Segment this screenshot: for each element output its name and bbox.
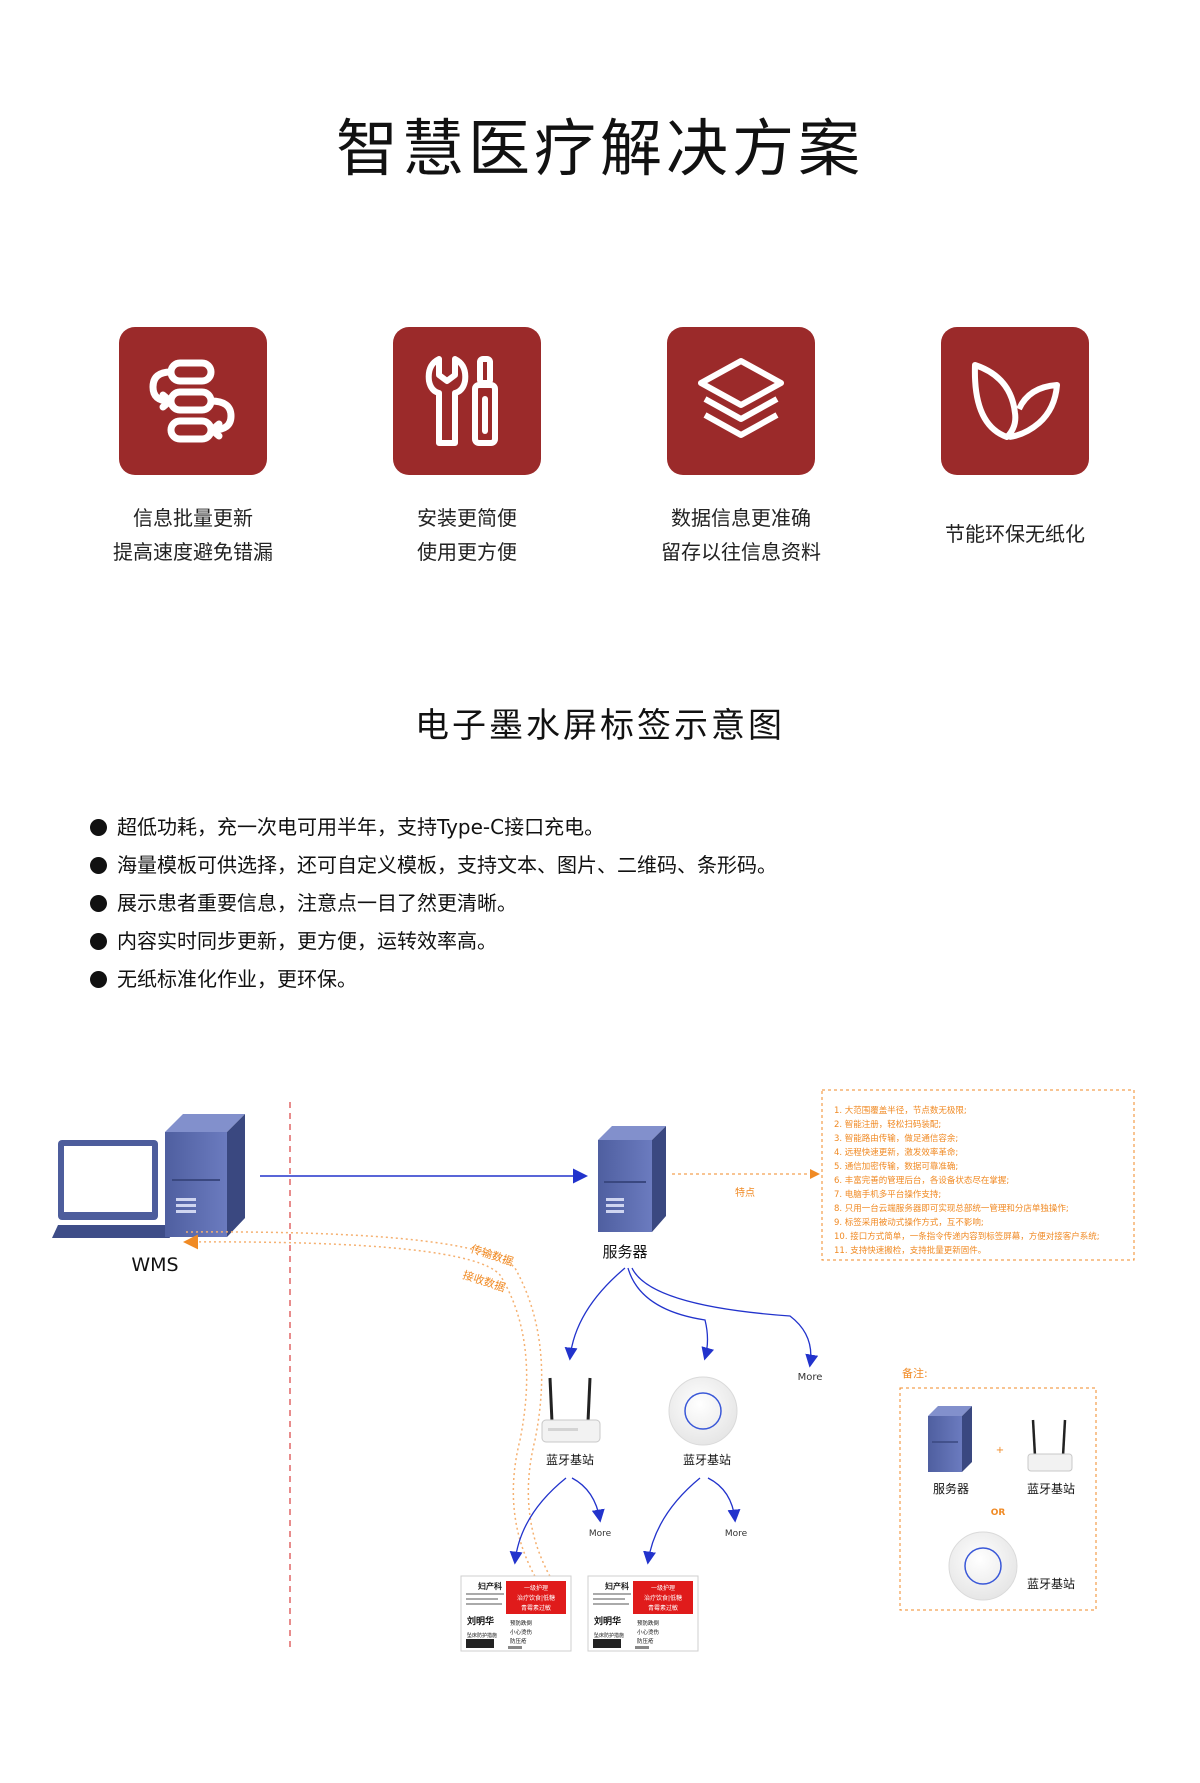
note-or: OR — [991, 1508, 1006, 1518]
cycle-update-icon — [119, 327, 267, 475]
svg-text:青霉素过敏: 青霉素过敏 — [648, 1604, 678, 1612]
feature-list-item: 10. 接口方式简单，一条指令传递内容到标签屏幕，方便对接客户系统; — [834, 1231, 1100, 1242]
bullet-dot-icon — [90, 970, 107, 988]
bullet-item: 超低功耗，充一次电可用半年，支持Type-C接口充电。 — [90, 808, 777, 846]
feature-batch-update: 信息批量更新 提高速度避免错漏 — [63, 327, 323, 569]
feature-line: 数据信息更准确 — [671, 506, 811, 530]
bullet-item: 无纸标准化作业，更环保。 — [90, 960, 777, 998]
feature-line: 使用更方便 — [417, 540, 517, 564]
feature-list-item: 9. 标签采用被动式操作方式，互不影响; — [834, 1217, 984, 1228]
base-station-label: 蓝牙基站 — [546, 1453, 594, 1467]
feature-line: 安装更简便 — [417, 506, 517, 530]
bullet-item: 展示患者重要信息，注意点一目了然更清晰。 — [90, 884, 777, 922]
feature-list-item: 8. 只用一台云端服务器即可实现总部统一管理和分店单独操作; — [834, 1203, 1069, 1214]
station-2-to-more-arrow — [707, 1477, 741, 1523]
server-label: 服务器 — [602, 1243, 647, 1261]
svg-text:防压疮: 防压疮 — [510, 1637, 527, 1645]
transmit-data-label: 传输数据 — [469, 1242, 515, 1269]
svg-text:一级护理: 一级护理 — [524, 1584, 548, 1592]
note-box — [899, 1387, 1097, 1611]
feature-easy-install: 安装更简便 使用更方便 — [337, 327, 597, 569]
svg-text:小心烫伤: 小心烫伤 — [637, 1628, 660, 1636]
wrench-screwdriver-icon — [393, 327, 541, 475]
svg-text:防压疮: 防压疮 — [637, 1637, 654, 1645]
note-base-station-label: 蓝牙基站 — [1027, 1482, 1075, 1496]
epaper-tag: 妇产科 一级护理 治疗饮食|低糖 青霉素过敏 刘明华 坠床防护措施 预防跌倒 小… — [460, 1575, 572, 1652]
feature-list-item: 2. 智能注册，轻松扫码装配; — [834, 1119, 941, 1130]
server-to-station-2-arrow — [627, 1267, 715, 1361]
svg-text:小心烫伤: 小心烫伤 — [510, 1628, 533, 1636]
svg-text:坠床防护措施: 坠床防护措施 — [467, 1632, 497, 1639]
feature-line: 信息批量更新 — [133, 506, 253, 530]
server-to-more-arrow — [631, 1267, 819, 1368]
note-round-station-icon — [948, 1531, 1018, 1601]
page-title: 智慧医疗解决方案 — [335, 112, 864, 185]
system-diagram: WMS 服务器 特点 1. 大范围覆盖半径，节点数无极限; 2. 智能注册，轻松… — [52, 1089, 1135, 1652]
feature-line: 提高速度避免错漏 — [113, 540, 273, 564]
epaper-tag: 妇产科 一级护理 治疗饮食|低糖 青霉素过敏 刘明华 坠床防护措施 预防跌倒 小… — [587, 1575, 699, 1652]
bullet-dot-icon — [90, 818, 107, 836]
svg-text:妇产科: 妇产科 — [477, 1581, 502, 1591]
svg-text:青霉素过敏: 青霉素过敏 — [521, 1604, 551, 1612]
feature-list-item: 11. 支持快速搬检，支持批量更新固件。 — [834, 1245, 986, 1256]
note-label: 备注: — [902, 1366, 928, 1380]
feature-list-item: 7. 电脑手机多平台操作支持; — [834, 1189, 941, 1200]
feature-list-item: 5. 通信加密传输，数据可靠准确; — [834, 1161, 958, 1172]
server-icon — [598, 1126, 666, 1232]
feature-list-item: 3. 智能路由传输，做足通信容余; — [834, 1133, 958, 1144]
more-label: More — [589, 1529, 612, 1539]
svg-text:预防跌倒: 预防跌倒 — [637, 1619, 660, 1627]
note-plus: + — [996, 1445, 1004, 1456]
receive-data-curve — [185, 1231, 556, 1586]
section-title: 电子墨水屏标签示意图 — [415, 706, 785, 746]
feature-list: 1. 大范围覆盖半径，节点数无极限; 2. 智能注册，轻松扫码装配; 3. 智能… — [834, 1105, 1100, 1256]
wms-label: WMS — [131, 1254, 178, 1276]
svg-text:刘明华: 刘明华 — [594, 1615, 621, 1627]
bullet-item: 海量模板可供选择，还可自定义模板，支持文本、图片、二维码、条形码。 — [90, 846, 777, 884]
feature-list-item: 6. 丰富完善的管理后台，各设备状态尽在掌握; — [834, 1175, 1009, 1186]
router-icon — [541, 1377, 601, 1443]
wms-computer-icon — [52, 1114, 245, 1238]
svg-text:治疗饮食|低糖: 治疗饮食|低糖 — [644, 1594, 682, 1602]
layers-icon — [667, 327, 815, 475]
bullet-dot-icon — [90, 894, 107, 912]
bullet-dot-icon — [90, 856, 107, 874]
svg-text:刘明华: 刘明华 — [467, 1615, 494, 1627]
bullet-dot-icon — [90, 932, 107, 950]
station-1-to-tag-arrow — [509, 1477, 567, 1565]
feature-list-item: 1. 大范围覆盖半径，节点数无极限; — [834, 1105, 967, 1116]
transmit-data-curve — [183, 1234, 541, 1586]
base-station-label: 蓝牙基站 — [683, 1453, 731, 1467]
leaf-icon — [941, 327, 1089, 475]
features-link-label: 特点 — [735, 1187, 755, 1199]
server-to-station-1-arrow — [564, 1267, 626, 1361]
feature-line: 留存以往信息资料 — [661, 540, 821, 564]
note-round-station-label: 蓝牙基站 — [1027, 1577, 1075, 1591]
receive-data-label: 接收数据 — [461, 1268, 507, 1295]
svg-text:坠床防护措施: 坠床防护措施 — [594, 1632, 624, 1639]
feature-accurate-data: 数据信息更准确 留存以往信息资料 — [611, 327, 871, 569]
note-server-label: 服务器 — [933, 1481, 969, 1496]
feature-line: 节能环保无纸化 — [945, 522, 1085, 546]
feature-list-item: 4. 远程快速更新，激发效率革命; — [834, 1147, 958, 1158]
svg-text:预防跌倒: 预防跌倒 — [510, 1619, 533, 1627]
round-base-station-icon — [668, 1376, 738, 1446]
feature-eco-paperless: 节能环保无纸化 — [885, 327, 1145, 551]
station-1-to-more-arrow — [571, 1477, 605, 1523]
svg-text:妇产科: 妇产科 — [604, 1581, 629, 1591]
bullet-item: 内容实时同步更新，更方便，运转效率高。 — [90, 922, 777, 960]
note-router-icon — [1027, 1419, 1073, 1472]
features-box — [821, 1089, 1135, 1261]
more-label: More — [725, 1529, 748, 1539]
feature-bullet-list: 超低功耗，充一次电可用半年，支持Type-C接口充电。 海量模板可供选择，还可自… — [90, 808, 777, 998]
more-label: More — [798, 1372, 823, 1383]
station-2-to-tag-arrow — [643, 1477, 701, 1565]
note-server-icon — [928, 1406, 972, 1472]
svg-text:治疗饮食|低糖: 治疗饮食|低糖 — [517, 1594, 555, 1602]
svg-text:一级护理: 一级护理 — [651, 1584, 675, 1592]
